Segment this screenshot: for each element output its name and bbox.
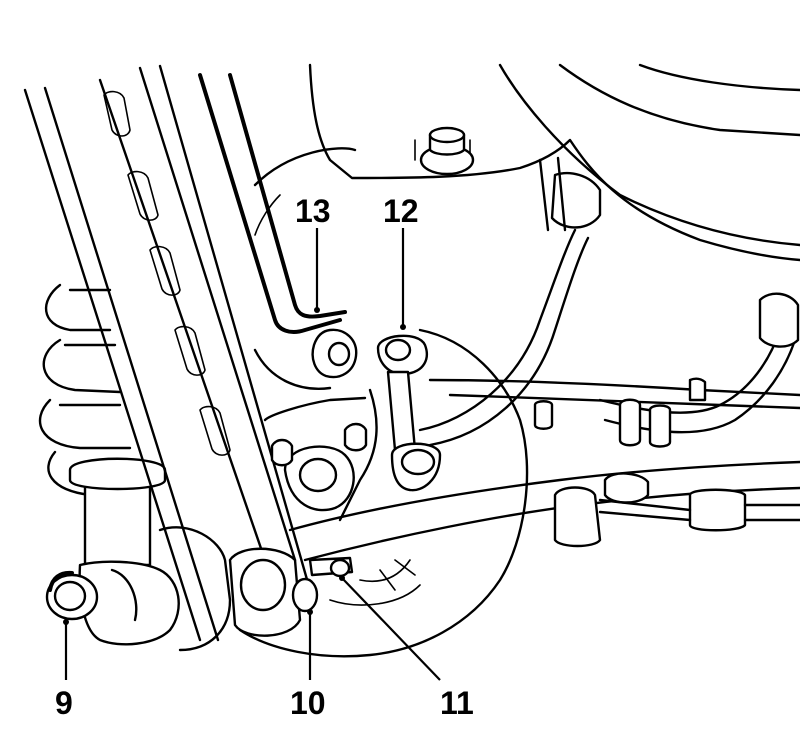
body-stud (419, 126, 475, 176)
bolt-9 (45, 570, 99, 621)
stabilizer-link-12 (376, 334, 442, 492)
brake-line (418, 156, 800, 447)
strut-tube (23, 64, 312, 642)
svg-text:11: 11 (440, 685, 474, 721)
callout-13: 13 (295, 193, 331, 313)
svg-text:10: 10 (290, 685, 326, 721)
bolt-11 (308, 556, 354, 578)
axle-mount (263, 388, 378, 522)
svg-text:9: 9 (55, 685, 73, 721)
cable-clamps (533, 377, 800, 548)
svg-text:12: 12 (383, 193, 419, 229)
svg-text:13: 13 (295, 193, 331, 229)
bushing-10 (228, 547, 319, 637)
underbody-panel (308, 63, 800, 262)
callouts: 13 12 9 10 11 (55, 193, 474, 721)
callout-10: 10 (290, 609, 326, 721)
callout-9: 9 (55, 619, 73, 721)
shock-absorber (68, 457, 167, 567)
bracket-13 (198, 73, 358, 390)
callout-11: 11 (339, 575, 474, 721)
callout-12: 12 (383, 193, 419, 330)
lower-mount-bracket (78, 526, 232, 652)
